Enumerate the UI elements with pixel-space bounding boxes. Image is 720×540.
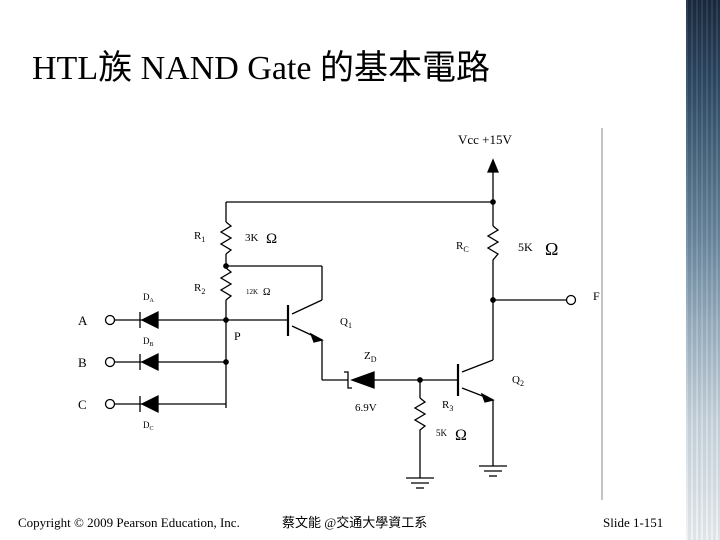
decorative-side-strip-texture — [686, 0, 720, 540]
rc-value: 5K — [518, 240, 533, 254]
output-f-label: F — [593, 289, 600, 303]
rc-label: RC — [456, 240, 469, 254]
diode-dc-symbol — [140, 394, 159, 414]
q2-collector-lead — [461, 359, 494, 373]
node-dot-r1 — [223, 263, 229, 269]
node-dot-b — [223, 359, 229, 365]
input-a-label: A — [78, 313, 88, 328]
r2-label: R2 — [194, 282, 205, 296]
slide-title: HTL族 NAND Gate 的基本電路 — [32, 50, 490, 87]
r3-value: 5K — [436, 428, 448, 438]
r3-resistor — [413, 397, 427, 436]
r3-ohm-symbol: Ω — [455, 427, 467, 444]
footer-author: 蔡文能 @交通大學資工系 — [282, 515, 428, 530]
footer-slide-number: Slide 1-151 — [603, 515, 664, 530]
diode-db-symbol — [140, 352, 159, 372]
input-b-label: B — [78, 355, 87, 370]
node-dot-vcc — [490, 199, 496, 205]
zener-diode-symbol — [350, 371, 375, 389]
node-p-label: P — [234, 329, 241, 343]
r2-ohm-symbol: Ω — [263, 287, 270, 298]
vcc-label: Vcc +15V — [458, 132, 513, 147]
diode-db-label: DB — [143, 336, 154, 348]
input-a-terminal — [104, 314, 116, 326]
vcc-arrow — [487, 158, 499, 173]
r2-resistor — [219, 267, 233, 301]
q1-collector-lead — [291, 299, 323, 315]
q1-emitter-arrow — [309, 332, 324, 343]
input-c-terminal — [104, 398, 116, 410]
zener-label: ZD — [364, 350, 377, 364]
zener-value: 6.9V — [355, 402, 377, 414]
node-dot-out — [490, 297, 496, 303]
q2-label: Q2 — [512, 374, 524, 388]
output-f-terminal — [565, 294, 577, 306]
r1-ohm-symbol: Ω — [266, 231, 277, 247]
r2-value: 12K — [246, 288, 258, 296]
diode-da-symbol — [140, 310, 159, 330]
diode-da-label: DA — [143, 292, 155, 304]
r1-label: R1 — [194, 230, 205, 244]
input-c-label: C — [78, 397, 87, 412]
zener-bar — [344, 371, 352, 389]
rc-resistor — [486, 225, 500, 268]
q2-emitter-arrow — [480, 392, 495, 403]
diode-dc-label: DC — [143, 420, 154, 432]
q1-label: Q1 — [340, 316, 352, 330]
node-dot-r3 — [417, 377, 423, 383]
decorative-side-strip — [686, 0, 720, 540]
node-dot-p — [223, 317, 229, 323]
r1-value: 3K — [245, 232, 259, 244]
r1-resistor — [219, 221, 233, 255]
r3-label: R3 — [442, 399, 453, 413]
input-b-terminal — [104, 356, 116, 368]
footer-copyright: Copyright © 2009 Pearson Education, Inc. — [18, 515, 240, 530]
rc-ohm-symbol: Ω — [545, 239, 558, 259]
